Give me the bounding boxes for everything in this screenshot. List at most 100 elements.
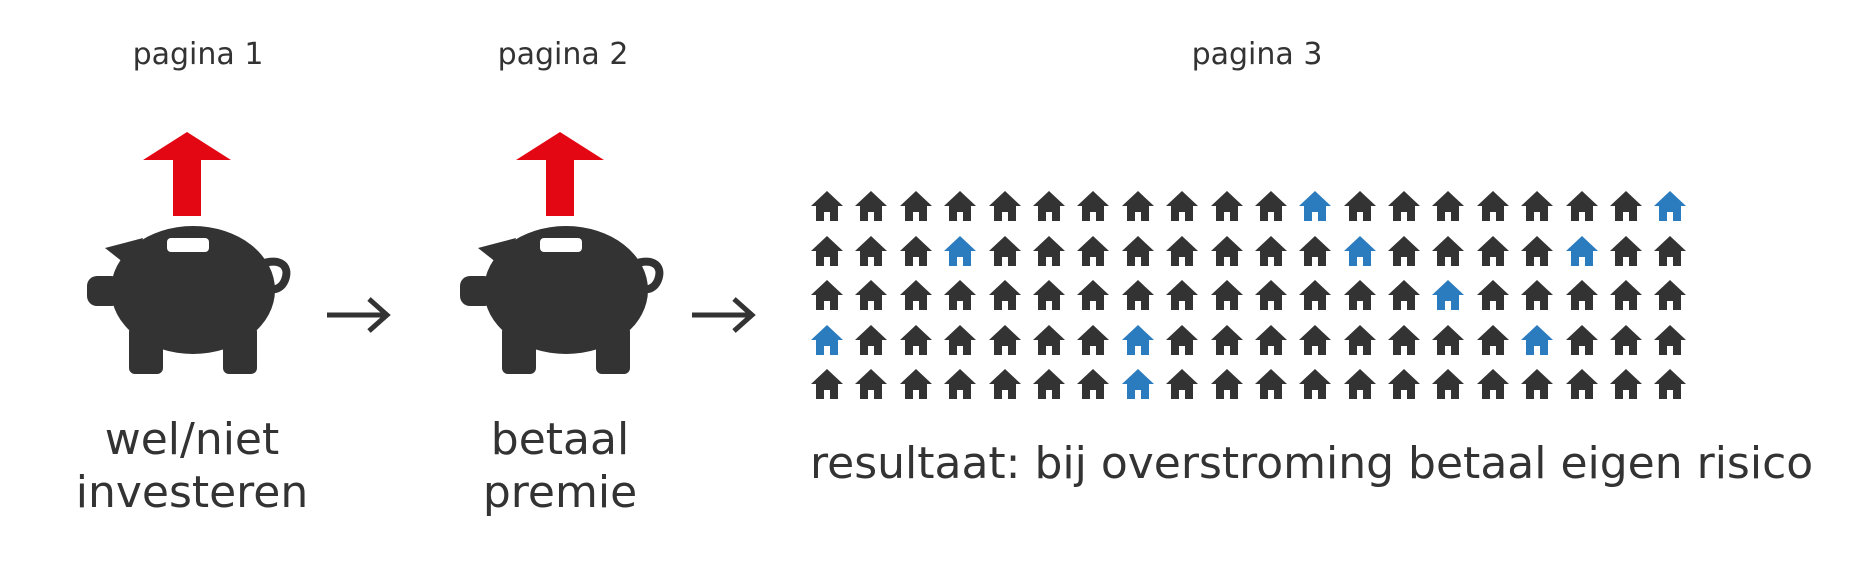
house-icon bbox=[1565, 191, 1598, 221]
house-icon bbox=[855, 280, 888, 310]
house-icon bbox=[811, 191, 843, 221]
house-icon bbox=[1254, 280, 1287, 310]
house-icon bbox=[811, 235, 843, 266]
flooded-house-icon bbox=[1121, 324, 1154, 355]
house-icon bbox=[1610, 280, 1643, 310]
step-2-caption-line-1: betaal bbox=[490, 414, 630, 465]
result-text: resultaat: bij overstroming betaal eigen… bbox=[810, 438, 1814, 489]
page-3-label: pagina 3 bbox=[1191, 37, 1323, 72]
house-icon bbox=[988, 369, 1021, 399]
up-arrow-icon bbox=[143, 132, 231, 216]
house-icon bbox=[1166, 324, 1199, 355]
house-icon bbox=[1565, 369, 1598, 399]
house-icon bbox=[1343, 324, 1376, 355]
flooded-house-icon bbox=[1121, 369, 1154, 399]
step-1-caption-line-1: wel/niet bbox=[104, 414, 280, 465]
house-icon bbox=[899, 191, 932, 221]
house-icon bbox=[1254, 191, 1287, 221]
house-icon bbox=[1565, 280, 1598, 310]
flooded-house-icon bbox=[1343, 235, 1376, 266]
house-icon bbox=[811, 280, 843, 310]
house-icon bbox=[1388, 235, 1421, 266]
house-icon bbox=[1166, 280, 1199, 310]
house-icon bbox=[1343, 369, 1376, 399]
house-icon bbox=[1210, 369, 1243, 399]
house-icon bbox=[1432, 235, 1465, 266]
house-icon bbox=[899, 235, 932, 266]
house-icon bbox=[1210, 191, 1243, 221]
house-icon bbox=[1343, 191, 1376, 221]
house-icon bbox=[1432, 369, 1465, 399]
house-icon bbox=[1121, 280, 1154, 310]
house-icon bbox=[1610, 191, 1643, 221]
house-icon bbox=[1476, 369, 1509, 399]
flooded-house-icon bbox=[1565, 235, 1598, 266]
house-icon bbox=[1210, 235, 1243, 266]
step-1-caption: wel/niet investeren bbox=[12, 414, 372, 520]
house-icon bbox=[1166, 191, 1199, 221]
house-icon bbox=[1476, 191, 1509, 221]
house-icon bbox=[944, 324, 977, 355]
house-icon bbox=[1166, 369, 1199, 399]
house-icon bbox=[1610, 324, 1643, 355]
house-icon bbox=[1032, 191, 1065, 221]
house-icon bbox=[855, 369, 888, 399]
piggy-bank-with-arrow-2 bbox=[460, 132, 664, 374]
house-icon bbox=[1388, 369, 1421, 399]
house-icon bbox=[1565, 324, 1598, 355]
house-grid bbox=[810, 190, 1698, 413]
house-icon bbox=[1254, 324, 1287, 355]
house-icon bbox=[811, 369, 843, 399]
house-icon bbox=[1210, 324, 1243, 355]
house-icon bbox=[944, 191, 977, 221]
house-icon bbox=[1121, 191, 1154, 221]
flooded-house-icon bbox=[1432, 280, 1465, 310]
house-icon bbox=[1654, 235, 1687, 266]
house-icon bbox=[1032, 369, 1065, 399]
piggy-bank-with-arrow-1 bbox=[87, 132, 291, 374]
house-icon bbox=[1432, 191, 1465, 221]
house-icon bbox=[1299, 235, 1332, 266]
up-arrow-icon bbox=[516, 132, 604, 216]
house-icon bbox=[899, 369, 932, 399]
house-icon bbox=[1077, 369, 1110, 399]
step-1-caption-line-2: investeren bbox=[75, 466, 309, 518]
house-icon bbox=[1610, 235, 1643, 266]
step-2-caption: betaal premie bbox=[380, 414, 740, 520]
flooded-house-icon bbox=[1654, 191, 1687, 221]
step-2-caption-line-2: premie bbox=[482, 466, 638, 518]
flooded-house-icon bbox=[811, 324, 843, 355]
house-icon bbox=[1521, 191, 1554, 221]
house-icon bbox=[1077, 324, 1110, 355]
house-icon bbox=[899, 280, 932, 310]
house-icon bbox=[855, 235, 888, 266]
house-icon bbox=[1077, 191, 1110, 221]
house-icon bbox=[988, 235, 1021, 266]
house-icon bbox=[944, 369, 977, 399]
house-icon bbox=[1032, 280, 1065, 310]
house-icon bbox=[1388, 191, 1421, 221]
flooded-house-icon bbox=[944, 235, 977, 266]
house-icon bbox=[1210, 280, 1243, 310]
house-icon bbox=[1077, 235, 1110, 266]
right-arrow-icon bbox=[327, 297, 391, 333]
house-icon bbox=[1388, 280, 1421, 310]
house-icon bbox=[1476, 280, 1509, 310]
house-icon bbox=[1032, 324, 1065, 355]
right-arrow-icon bbox=[692, 297, 756, 333]
house-icon bbox=[944, 280, 977, 310]
house-icon bbox=[1476, 235, 1509, 266]
page-1-label: pagina 1 bbox=[132, 37, 264, 72]
house-icon bbox=[988, 191, 1021, 221]
house-icon bbox=[1343, 280, 1376, 310]
house-icon bbox=[1521, 235, 1554, 266]
house-icon bbox=[1077, 280, 1110, 310]
house-icon bbox=[1476, 324, 1509, 355]
house-icon bbox=[1299, 369, 1332, 399]
house-icon bbox=[1121, 235, 1154, 266]
piggy-bank-icon bbox=[460, 226, 664, 374]
house-icon bbox=[1654, 280, 1687, 310]
house-icon bbox=[1521, 280, 1554, 310]
house-icon bbox=[1254, 235, 1287, 266]
house-icon bbox=[1299, 280, 1332, 310]
